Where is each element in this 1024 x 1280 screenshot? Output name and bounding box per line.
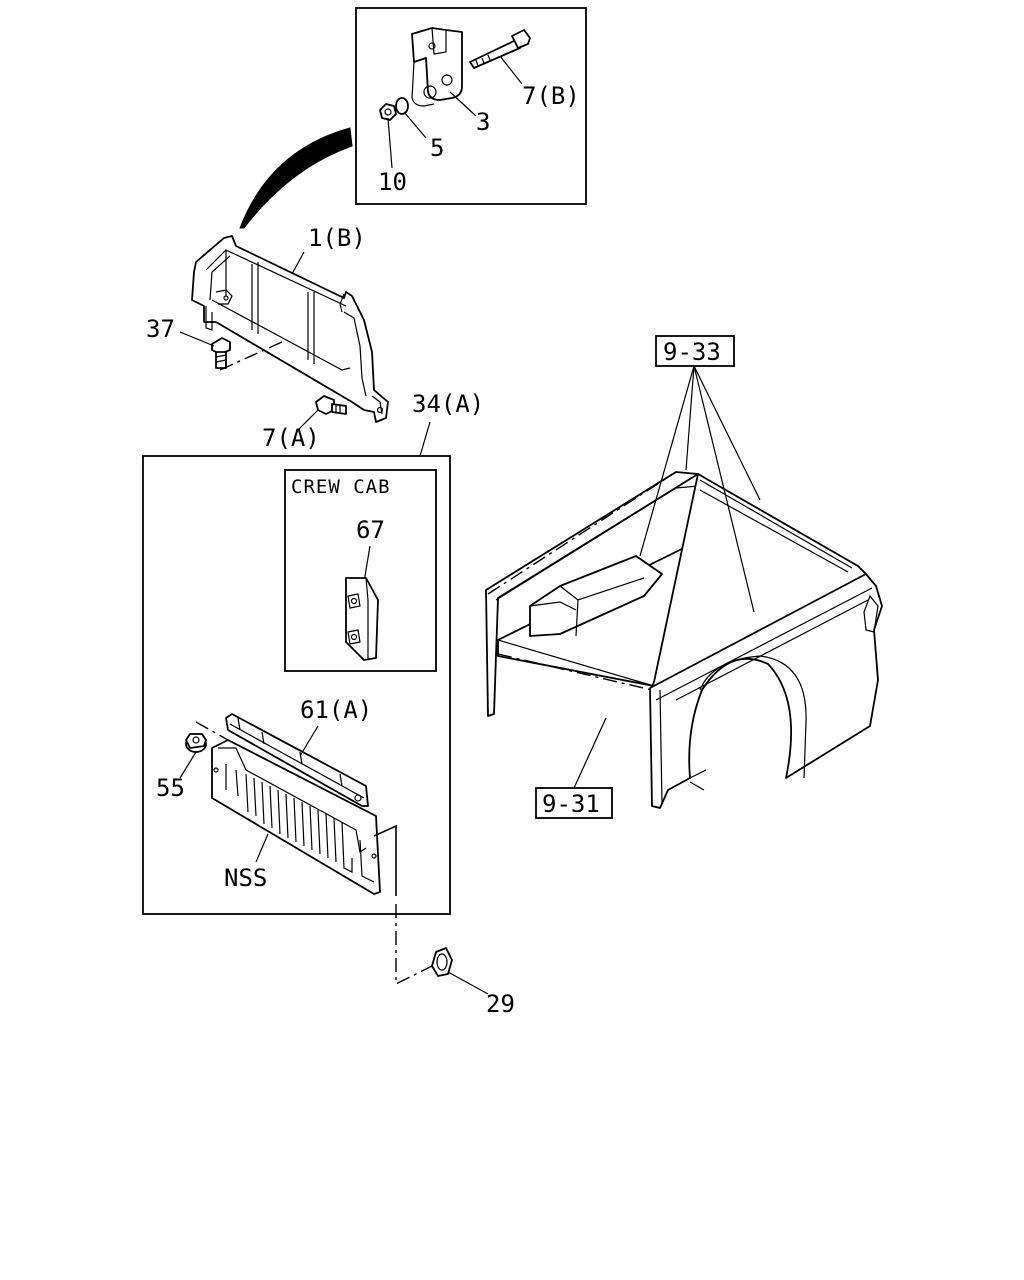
callout-3: 3 (476, 108, 490, 136)
callout-nss: NSS (224, 864, 267, 892)
bolt-part-7a (315, 395, 347, 415)
detail-inset-frame (355, 7, 587, 205)
callout-55: 55 (156, 774, 185, 802)
callout-67: 67 (356, 516, 385, 544)
plate-part-67 (345, 577, 379, 661)
detail-inset: 7(B) 3 5 10 (355, 7, 587, 205)
truck-bed (485, 471, 883, 809)
callout-61a: 61(A) (300, 696, 372, 724)
trim-part-61a (225, 713, 369, 807)
connector-29 (373, 824, 397, 896)
ref-box-9-33 (655, 335, 735, 367)
callout-10: 10 (378, 168, 407, 196)
detail-pointer (239, 127, 353, 229)
header-board-part-1b (191, 235, 389, 423)
nut-part-55 (185, 733, 207, 753)
bolt-part-7b (469, 29, 531, 69)
crew-cab-subbox: CREW CAB 67 (284, 469, 437, 672)
callout-1b: 1(B) (308, 224, 366, 252)
callout-29: 29 (486, 990, 515, 1018)
callout-37: 37 (146, 315, 175, 343)
washer-part-5 (395, 97, 409, 115)
crew-cab-label: CREW CAB (291, 476, 391, 498)
callout-7b: 7(B) (522, 82, 580, 110)
crew-cab-frame (284, 469, 437, 672)
group-box-34a (142, 455, 451, 915)
grommet-part-29 (431, 947, 453, 977)
bolt-part-37 (211, 337, 231, 369)
nut-part-10 (379, 103, 397, 121)
bracket-part-3 (411, 27, 463, 107)
callout-9-31: 9-31 (542, 790, 600, 818)
callout-9-33: 9-33 (663, 338, 721, 366)
callout-34a: 34(A) (412, 390, 484, 418)
callout-5: 5 (430, 134, 444, 162)
callout-7a: 7(A) (262, 424, 320, 452)
tailgate-panel-nss (211, 739, 381, 895)
